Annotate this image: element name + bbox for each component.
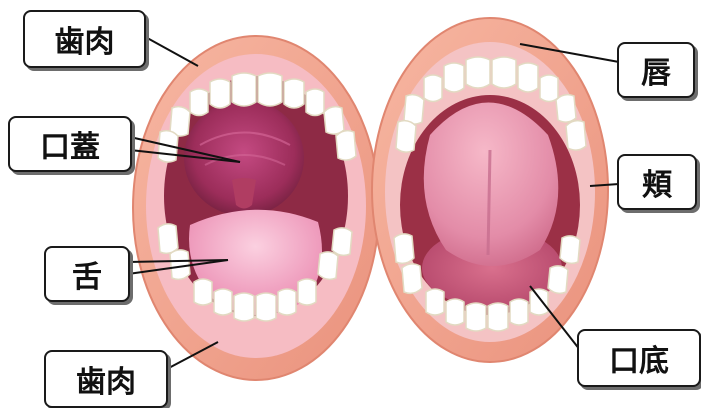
label-gum-upper: 歯肉	[23, 10, 146, 68]
label-lip: 唇	[617, 42, 695, 98]
label-mouth-floor: 口底	[577, 329, 701, 387]
label-cheek: 頬	[617, 154, 697, 210]
leader-gum-top	[140, 34, 198, 66]
mouth-tongue-raised-right	[372, 18, 608, 362]
raised-tongue	[424, 103, 559, 267]
label-gum-lower: 歯肉	[44, 350, 168, 408]
label-tongue: 舌	[44, 246, 130, 302]
label-palate: 口蓋	[8, 116, 132, 172]
open-mouth-left	[133, 36, 379, 380]
